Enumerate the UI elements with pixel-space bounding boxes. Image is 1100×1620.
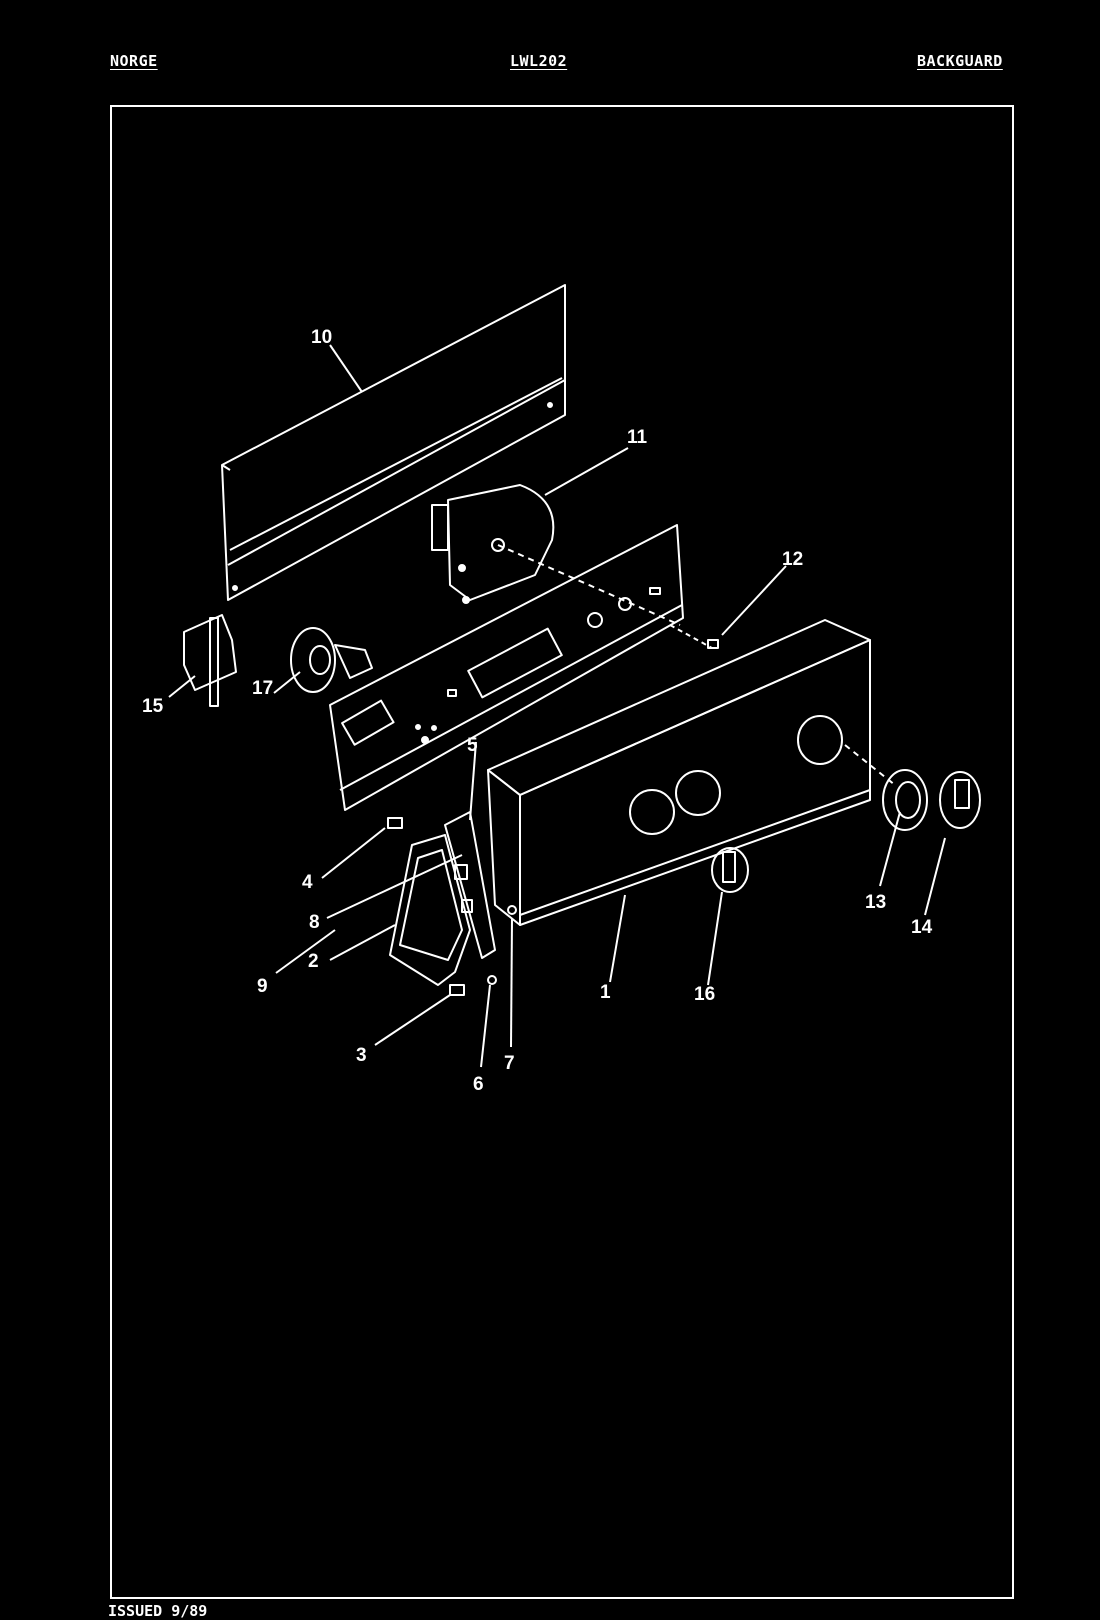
exploded-parts-diagram: 1 2 3 4 5 6 7 8 9 10 11 12 13 14 15 16 1…: [142, 284, 981, 1095]
callout-17: 17: [252, 678, 273, 699]
bezel-part: [389, 834, 471, 986]
callout-15: 15: [142, 696, 164, 717]
callout-5: 5: [467, 735, 478, 756]
screw-part: [669, 624, 719, 649]
callout-12: 12: [782, 549, 803, 570]
rear-panel-part: [221, 284, 566, 601]
callout-3: 3: [356, 1045, 367, 1066]
selector-part: [290, 627, 373, 693]
knob-skirt-part: [882, 769, 928, 831]
callout-11: 11: [627, 427, 648, 448]
callout-10: 10: [311, 327, 332, 348]
callout-7: 7: [504, 1053, 515, 1074]
callout-4: 4: [302, 872, 313, 893]
callout-14: 14: [911, 917, 933, 938]
clip-part-3: [449, 984, 465, 996]
control-panel-part: [329, 524, 684, 811]
callout-9: 9: [257, 976, 268, 997]
leader-lines: [168, 344, 946, 1068]
small-knob-part: [711, 847, 749, 893]
screw-part-6: [487, 975, 497, 985]
console-part: [487, 619, 896, 926]
callout-13: 13: [865, 892, 886, 913]
issued-date: ISSUED 9/89: [108, 1602, 208, 1620]
brand-label: NORGE: [110, 52, 158, 70]
callout-8: 8: [309, 912, 320, 933]
clip-part-4: [387, 817, 403, 829]
timer-part: [431, 484, 681, 626]
switch-part: [183, 614, 237, 707]
callout-6: 6: [473, 1074, 484, 1095]
section-label: BACKGUARD: [917, 52, 1003, 70]
callout-2: 2: [308, 951, 319, 972]
callout-1: 1: [600, 982, 611, 1003]
knob-part: [939, 771, 981, 829]
bracket-part: [444, 811, 496, 959]
model-label: LWL202: [510, 52, 568, 70]
screw-part-7: [507, 905, 517, 915]
callout-16: 16: [694, 984, 715, 1005]
